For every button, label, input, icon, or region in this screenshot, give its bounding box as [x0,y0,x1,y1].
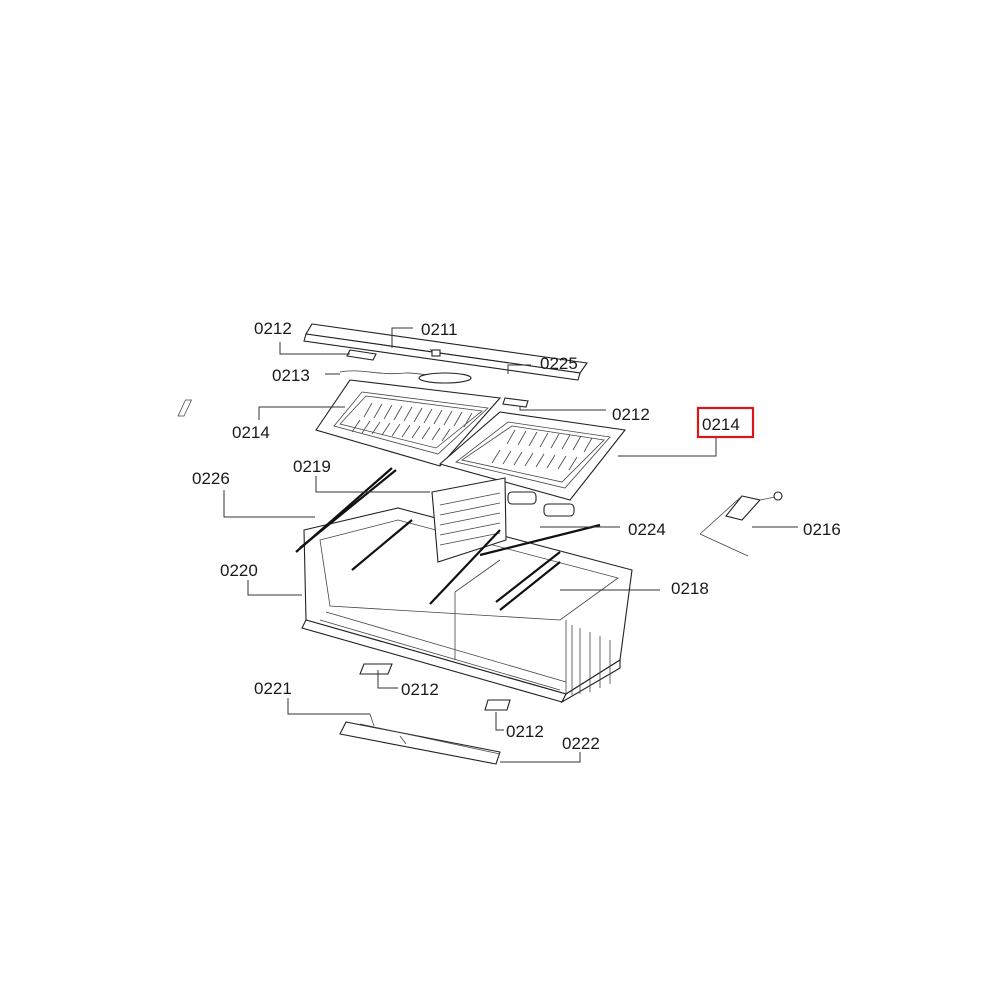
shelf-panel-left [315,379,502,467]
label-0225: 0225 [540,354,578,373]
label-0216: 0216 [803,520,841,539]
vent-pieces-0224 [507,491,575,517]
label-0212-top: 0212 [254,319,292,338]
label-0213: 0213 [272,366,310,385]
highlight-box-0214 [696,406,755,439]
label-0212-mid: 0212 [612,405,650,424]
label-0219: 0219 [293,457,331,476]
label-0211: 0211 [421,320,458,339]
shelf-panel-right [438,411,627,501]
label-0221: 0221 [254,679,292,698]
label-0220: 0220 [220,561,258,580]
bracket-wire-0216 [699,491,783,557]
label-0214-left: 0214 [232,423,270,442]
bottom-bar-0221-0222 [339,713,501,765]
label-0222: 0222 [562,734,600,753]
label-0214-highlighted: 0214 [702,415,740,434]
main-box-body [301,507,633,704]
center-partition-0219 [431,477,507,563]
label-0218: 0218 [671,579,709,598]
label-0212-lower-1: 0212 [401,680,439,699]
lower-plates [359,663,511,711]
label-0226: 0226 [192,469,230,488]
label-0224: 0224 [628,520,666,539]
slots-right [491,429,593,471]
slots-left [177,399,473,442]
drawer-rails [295,467,601,611]
top-rail-part [303,323,588,381]
leader-lines [223,327,798,763]
wire-part-0213 [339,370,472,384]
label-0212-lower-2: 0212 [506,722,544,741]
